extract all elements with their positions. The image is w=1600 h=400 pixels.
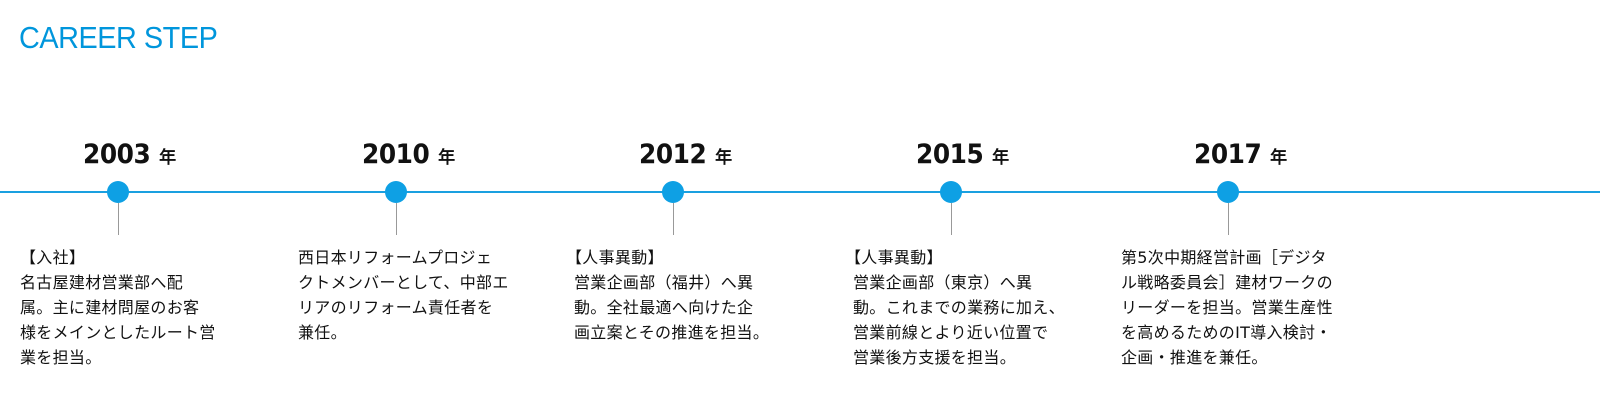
description-line: 営業後方支援を担当。 [853,348,1017,367]
description-line: 【人事異動】 [566,248,664,267]
year-number: 2012 [639,139,707,170]
timeline-line [0,191,1600,193]
year-unit: 年 [159,148,177,168]
timeline-dot [940,181,962,203]
description-line: 名古屋建材営業部へ配 [20,273,184,292]
timeline-dot [1217,181,1239,203]
page-title: CAREER STEP [19,20,218,55]
description-line: リーダーを担当。営業生産性 [1121,298,1333,317]
description-line: リアのリフォーム責任者を [298,298,494,317]
description-line: 西日本リフォームプロジェ [298,248,493,267]
description-line: を高めるためのIT導入検討・ [1121,323,1332,342]
description-line: 営業前線とより近い位置で [853,323,1049,342]
timeline-stem [396,203,397,235]
description-line: 動。これまでの業務に加え、 [853,298,1065,317]
milestone-2003: 2003 年 【入社】 名古屋建材営業部へ配 属。主に建材問屋のお客 様をメイン… [0,0,240,400]
timeline-stem [1228,203,1229,235]
year-unit: 年 [715,148,733,168]
description-line: 様をメインとしたルート営 [20,323,216,342]
year-number: 2015 [916,139,984,170]
milestone-year: 2010 年 [362,135,455,175]
description-line: ル戦略委員会］建材ワークの [1121,273,1333,292]
year-number: 2017 [1194,139,1262,170]
milestone-2010: 2010 年 [0,0,455,400]
year-unit: 年 [438,148,456,168]
description-line: 企画・推進を兼任。 [1121,348,1268,367]
milestone-description: 第5次中期経営計画［デジタ ル戦略委員会］建材ワークの リーダーを担当。営業生産… [1121,245,1351,370]
timeline-dot [385,181,407,203]
year-unit: 年 [992,148,1010,168]
description-line: 営業企画部（福井）へ異 [574,273,754,292]
year-unit: 年 [1270,148,1288,168]
milestone-year-2012: 2012 年 [639,135,732,175]
timeline-stem [673,203,674,235]
milestone-year-2017: 2017 年 [1194,135,1287,175]
description-line: 属。主に建材問屋のお客 [20,298,200,317]
timeline-stem [951,203,952,235]
milestone-description: 【人事異動】 営業企画部（東京）へ異 動。これまでの業務に加え、 営業前線とより… [845,245,1065,370]
description-line: 動。全社最適へ向けた企 [574,298,754,317]
description-line: 【入社】 [20,248,86,267]
description-line: 業を担当。 [20,348,102,367]
description-line: 第5次中期経営計画［デジタ [1121,248,1327,267]
milestone-description: 西日本リフォームプロジェ クトメンバーとして、中部エ リアのリフォーム責任者を … [298,245,508,345]
milestone-year: 2003 年 [83,135,176,175]
timeline-dot [662,181,684,203]
year-number: 2003 [83,139,151,170]
description-line: クトメンバーとして、中部エ [298,273,509,292]
timeline-stem [118,203,119,235]
milestone-description: 【入社】 名古屋建材営業部へ配 属。主に建材問屋のお客 様をメインとしたルート営… [20,245,230,370]
description-line: 画立案とその推進を担当。 [574,323,770,342]
year-number: 2010 [362,139,430,170]
description-line: 【人事異動】 [845,248,943,267]
timeline-dot [107,181,129,203]
milestone-description: 【人事異動】 営業企画部（福井）へ異 動。全社最適へ向けた企 画立案とその推進を… [566,245,776,345]
milestone-year-2015: 2015 年 [916,135,1009,175]
description-line: 営業企画部（東京）へ異 [853,273,1033,292]
description-line: 兼任。 [298,323,347,342]
